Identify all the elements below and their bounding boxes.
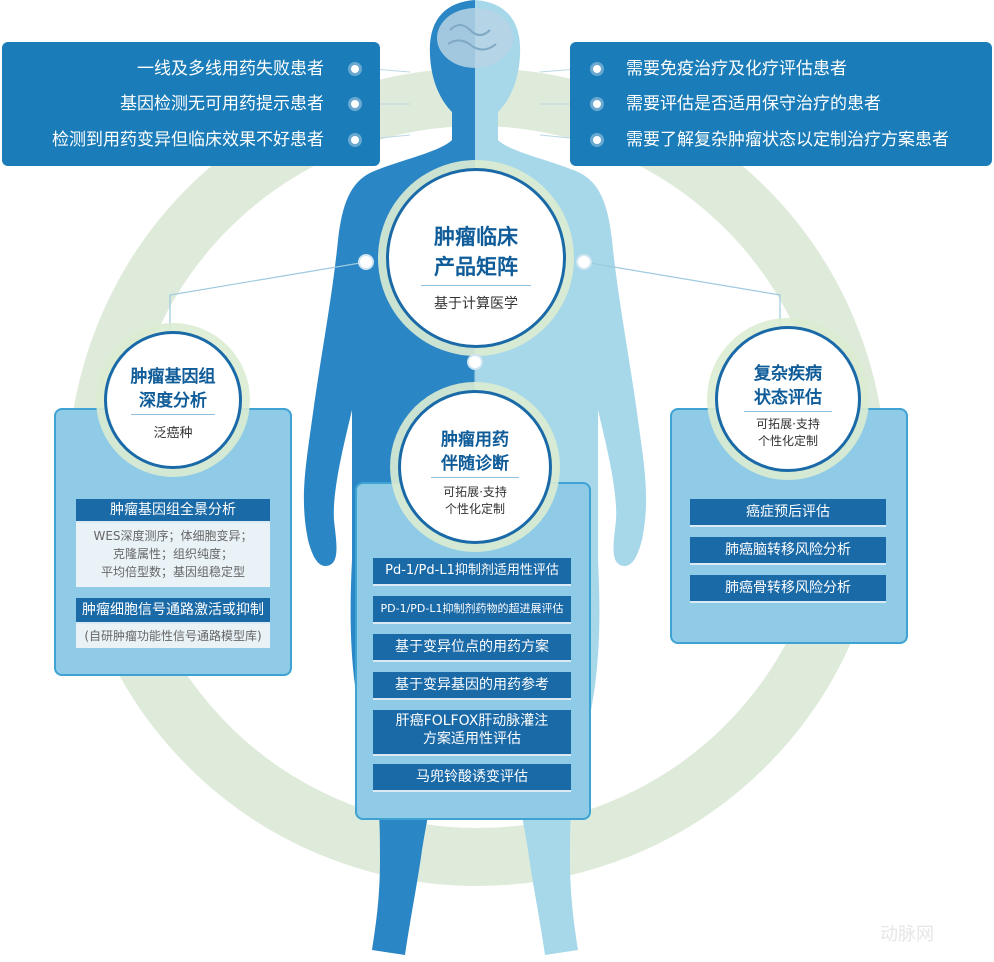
center-product-matrix-node: 肿瘤临床 产品矩阵 基于计算医学 [386,168,566,348]
watermark: 动脉网 [880,924,934,945]
note-line: WES深度测序；体细胞变异； [93,529,253,543]
node-subtitle-line1: 可拓展·支持 [756,417,820,431]
patient-groups-right-panel: 需要免疫治疗及化疗评估患者 需要评估是否适用保守治疗的患者 需要了解复杂肿瘤状态… [570,42,992,166]
center-title-line2: 产品矩阵 [434,255,518,279]
genome-landscape-note: WES深度测序；体细胞变异； 克隆属性；组织纯度； 平均倍型数；基因组稳定型 [76,523,270,587]
companion-diagnostics-node: 肿瘤用药 伴随诊断 可拓展·支持 个性化定制 [398,390,552,544]
connector-dot [576,254,592,270]
bullet-icon [593,136,601,144]
node-title-line2: 伴随诊断 [441,454,509,474]
note-line: 克隆属性；组织纯度； [112,547,233,561]
divider [744,411,832,412]
center-subtitle: 基于计算医学 [434,296,518,312]
diagnostic-item: 基于变异基因的用药参考 [373,672,571,700]
divider [421,285,531,286]
bullet-icon [593,65,601,73]
diagnostic-item: PD-1/PD-L1抑制剂药物的超进展评估 [373,596,571,624]
genome-analysis-node: 肿瘤基因组 深度分析 泛癌种 [104,331,242,469]
patient-group-item: 检测到用药变异但临床效果不好患者 [52,130,324,150]
patient-groups-left-panel: 一线及多线用药失败患者 基因检测无可用药提示患者 检测到用药变异但临床效果不好患… [2,42,380,166]
connector-dot [358,254,374,270]
patient-group-item: 基因检测无可用药提示患者 [120,94,324,114]
diagnostic-item: 马兜铃酸诱变评估 [373,764,571,792]
genome-analysis-box: 肿瘤基因组全景分析 WES深度测序；体细胞变异； 克隆属性；组织纯度； 平均倍型… [54,408,292,676]
node-title-line1: 肿瘤基因组 [130,367,216,387]
divider [431,477,519,478]
bullet-icon [351,65,359,73]
diagnostic-item: 基于变异位点的用药方案 [373,634,571,662]
diagnostic-item: Pd-1/Pd-L1抑制剂适用性评估 [373,558,571,586]
disease-item: 肺癌骨转移风险分析 [690,575,886,603]
signal-pathway-bar: 肿瘤细胞信号通路激活或抑制 [76,598,270,624]
bullet-icon [593,100,601,108]
disease-item: 癌症预后评估 [690,499,886,527]
genome-landscape-bar: 肿瘤基因组全景分析 [76,499,270,523]
diagnostic-item-two-line: 肝癌FOLFOX肝动脉灌注 方案适用性评估 [373,710,571,756]
disease-item: 肺癌脑转移风险分析 [690,537,886,565]
node-title-line1: 肿瘤用药 [441,430,509,450]
connector-left [169,261,367,330]
node-subtitle: 泛癌种 [153,426,193,441]
connector-right [583,261,781,330]
patient-group-item: 需要免疫治疗及化疗评估患者 [626,59,847,79]
bullet-icon [351,136,359,144]
node-title-line1: 复杂疾病 [754,364,822,384]
bullet-icon [351,100,359,108]
node-title-line2: 状态评估 [754,388,822,408]
note-line: 平均倍型数；基因组稳定型 [100,565,245,579]
patient-group-item: 一线及多线用药失败患者 [137,59,324,79]
node-subtitle-line2: 个性化定制 [757,434,818,448]
center-title-line1: 肿瘤临床 [434,225,518,249]
divider [131,414,215,415]
diagnostic-item-line: 方案适用性评估 [423,731,521,747]
diagnostic-item-line: 肝癌FOLFOX肝动脉灌注 [395,713,549,729]
connector-dot [467,354,483,370]
node-subtitle-line1: 可拓展·支持 [443,485,507,499]
node-title-line2: 深度分析 [139,391,207,411]
node-subtitle-line2: 个性化定制 [444,502,505,516]
brain-icon [437,8,513,68]
complex-disease-node: 复杂疾病 状态评估 可拓展·支持 个性化定制 [715,326,861,472]
patient-group-item: 需要评估是否适用保守治疗的患者 [626,94,881,114]
patient-group-item: 需要了解复杂肿瘤状态以定制治疗方案患者 [626,130,949,150]
signal-pathway-note: (自研肿瘤功能性信号通路模型库) [76,624,270,648]
